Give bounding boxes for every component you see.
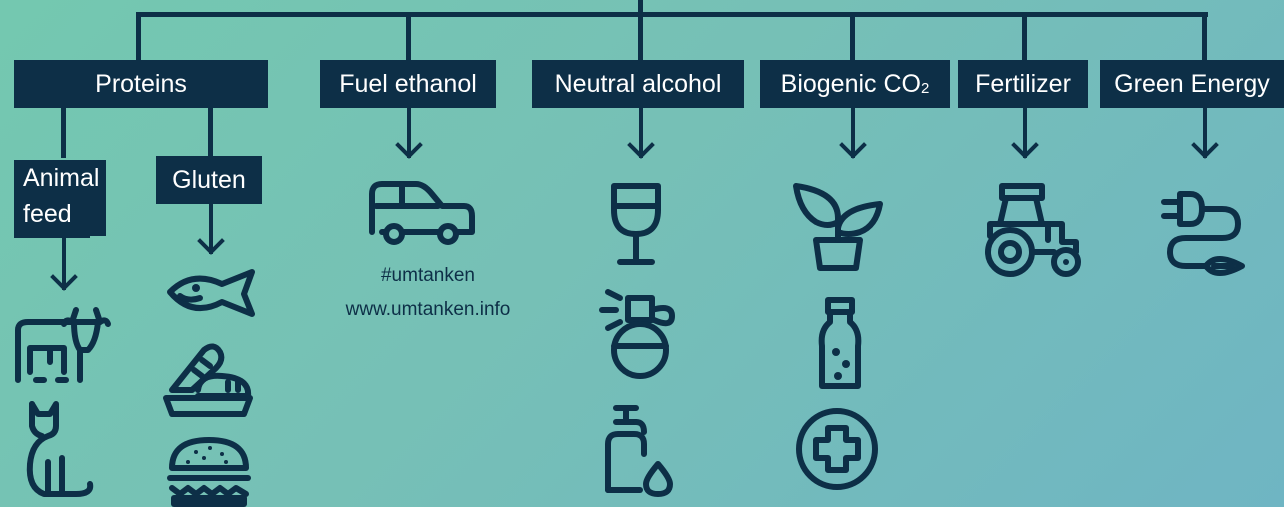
category-proteins-label: Proteins [95,70,187,98]
arrow-animal-feed [50,236,78,291]
drop-proteins [136,12,141,62]
wine-glass-icon [611,183,661,265]
category-fertilizer-label: Fertilizer [975,70,1071,98]
drop-biogenic-co2 [850,12,855,62]
arrow-neutral-alcohol [627,106,655,159]
category-neutral-alcohol-label: Neutral alcohol [554,70,722,98]
plant-icon [793,183,883,271]
fuel-note-hashtag: #umtanken [380,265,475,286]
animal-feed-line2: feed [23,200,72,228]
cat-icon [26,401,94,497]
arrow-green-energy [1191,106,1219,159]
cow-icon [15,307,111,383]
perfume-icon [599,289,675,379]
fuel-note-website: www.umtanken.info [345,299,511,320]
animal-feed-line1: Animal [23,164,100,192]
drop-fuel-ethanol [406,12,411,62]
arrow-biogenic-co2 [839,106,867,159]
tractor-icon [985,183,1081,277]
category-green-energy: Green Energy [1100,60,1284,108]
drop-animal-feed [61,108,66,158]
burger-icon [167,437,251,507]
fish-icon [167,269,255,317]
drop-gluten [208,108,213,158]
bread-icon [163,343,253,417]
drop-green-energy [1202,12,1207,62]
top-bus-line [136,12,1208,17]
arrow-gluten [197,202,225,255]
category-fertilizer: Fertilizer [958,60,1088,108]
soda-bottle-icon [818,297,862,389]
category-fuel-ethanol: Fuel ethanol [320,60,496,108]
medical-cross-icon [796,408,878,490]
trunk-line [638,0,643,14]
soap-dispenser-icon [605,405,673,497]
category-green-energy-label: Green Energy [1114,70,1270,98]
drop-neutral-alcohol [638,12,643,62]
drop-fertilizer [1022,12,1027,62]
subcategory-gluten: Gluten [156,156,262,204]
category-neutral-alcohol: Neutral alcohol [532,60,744,108]
subcategory-animal-feed-line2: feed [14,196,90,238]
category-fuel-ethanol-label: Fuel ethanol [339,70,477,98]
plug-leaf-icon [1161,191,1245,276]
subcategory-gluten-label: Gluten [172,166,246,194]
car-icon [369,181,475,245]
arrow-fertilizer [1011,106,1039,159]
category-proteins: Proteins [14,60,268,108]
category-biogenic-co2-label: Biogenic CO [780,70,921,98]
arrow-fuel-ethanol [395,106,423,159]
